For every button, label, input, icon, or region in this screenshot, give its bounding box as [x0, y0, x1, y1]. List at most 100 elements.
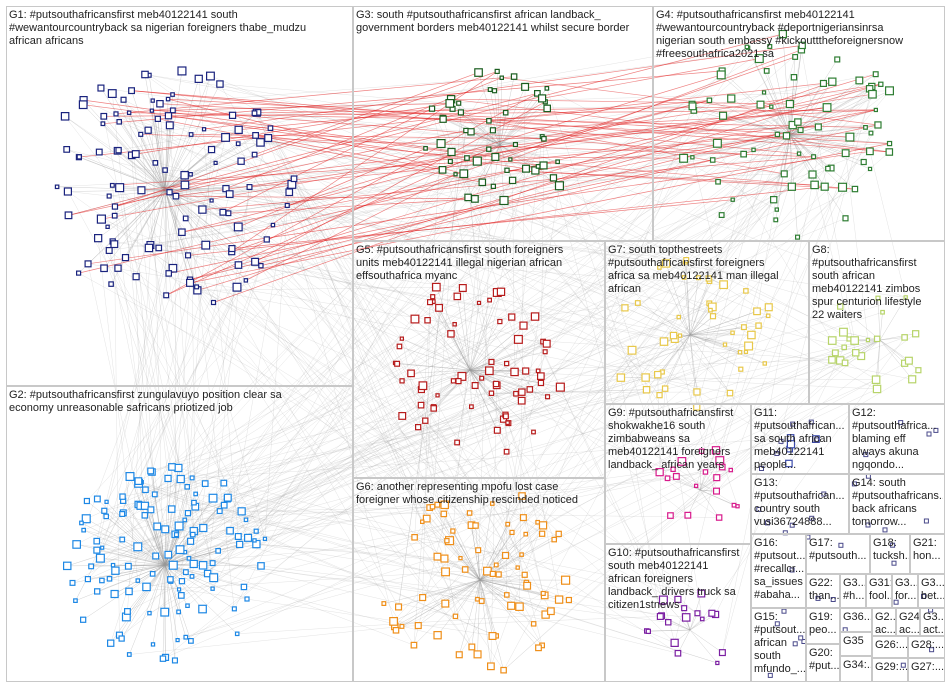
edge-red: [255, 101, 546, 263]
edge: [469, 291, 502, 371]
edge: [425, 420, 513, 533]
edge: [97, 189, 166, 239]
edge-red: [202, 156, 814, 210]
node-g6: [523, 581, 532, 590]
node-g2: [126, 652, 132, 657]
edge: [479, 579, 504, 671]
edge: [775, 134, 791, 220]
node-small-group: [759, 466, 764, 471]
node-g3: [467, 128, 475, 136]
node-g1: [60, 111, 70, 121]
edge: [789, 134, 856, 190]
edge: [270, 128, 445, 559]
node-g10: [670, 638, 679, 647]
edge: [689, 334, 741, 370]
edge: [164, 189, 174, 269]
edge: [164, 143, 239, 191]
node-g7: [653, 370, 662, 379]
edge: [164, 189, 267, 240]
node-g3: [436, 139, 446, 149]
edge: [689, 284, 724, 336]
edge: [505, 416, 507, 595]
node-g1: [138, 131, 144, 137]
node-g2: [83, 497, 91, 505]
edge: [469, 361, 492, 371]
edge: [190, 299, 490, 542]
edge: [683, 134, 791, 159]
node-g5: [542, 349, 548, 355]
edge: [722, 70, 791, 136]
node-g2: [93, 546, 101, 554]
edge: [150, 287, 238, 510]
node-g1: [105, 247, 113, 255]
edge: [170, 279, 191, 580]
edge: [174, 196, 177, 661]
node-g7: [744, 341, 754, 351]
node-g5: [530, 312, 540, 321]
node-g3: [486, 117, 492, 124]
edge: [86, 500, 166, 566]
node-g1: [219, 208, 227, 216]
node-g8: [908, 375, 917, 384]
node-g2: [201, 480, 209, 487]
edge: [557, 161, 668, 479]
node-g5: [496, 287, 506, 297]
edge: [102, 162, 216, 548]
edge: [123, 99, 663, 373]
node-small-group: [890, 542, 896, 548]
edge: [102, 83, 824, 548]
node-g3: [555, 159, 561, 165]
node-g7: [740, 324, 747, 331]
node-g2: [183, 634, 189, 640]
node-g1: [180, 171, 189, 180]
edge-red: [131, 90, 890, 153]
edge: [150, 470, 166, 566]
node-g2: [106, 639, 115, 647]
node-g1: [84, 260, 92, 268]
edge: [664, 334, 691, 389]
edge: [112, 241, 741, 353]
node-g2: [103, 513, 110, 520]
edge: [86, 72, 479, 502]
edge-red: [488, 120, 785, 175]
edge: [479, 579, 543, 646]
node-g10: [718, 649, 726, 657]
edge: [219, 83, 426, 149]
edge: [689, 277, 699, 336]
edge-red: [168, 98, 850, 138]
node-g6: [478, 598, 485, 605]
node-small-group: [778, 438, 784, 444]
edge: [203, 565, 414, 646]
edge: [254, 113, 396, 364]
edge: [287, 205, 397, 631]
edge: [122, 539, 166, 566]
node-g5: [502, 413, 509, 420]
node-g4: [819, 79, 828, 88]
edge: [87, 564, 166, 580]
node-g8: [865, 337, 871, 343]
node-g4: [756, 100, 765, 109]
edge: [97, 238, 266, 539]
node-g3: [459, 169, 469, 179]
edge: [457, 296, 471, 371]
edge: [789, 107, 828, 136]
edge: [257, 112, 790, 450]
edge: [442, 119, 526, 372]
edge: [150, 509, 166, 566]
node-small-group: [781, 608, 787, 614]
edge-red: [228, 198, 475, 214]
edge: [558, 333, 916, 600]
node-g10: [715, 660, 720, 666]
edge: [164, 189, 169, 274]
edge: [689, 613, 713, 631]
node-g3: [463, 127, 469, 134]
edge: [789, 134, 864, 163]
edge: [266, 239, 515, 373]
edge: [164, 189, 197, 287]
node-g2: [100, 545, 105, 550]
edge: [96, 175, 185, 542]
edge: [109, 250, 213, 564]
node-g1: [210, 299, 217, 306]
edge: [525, 355, 862, 535]
node-g2: [72, 540, 82, 549]
